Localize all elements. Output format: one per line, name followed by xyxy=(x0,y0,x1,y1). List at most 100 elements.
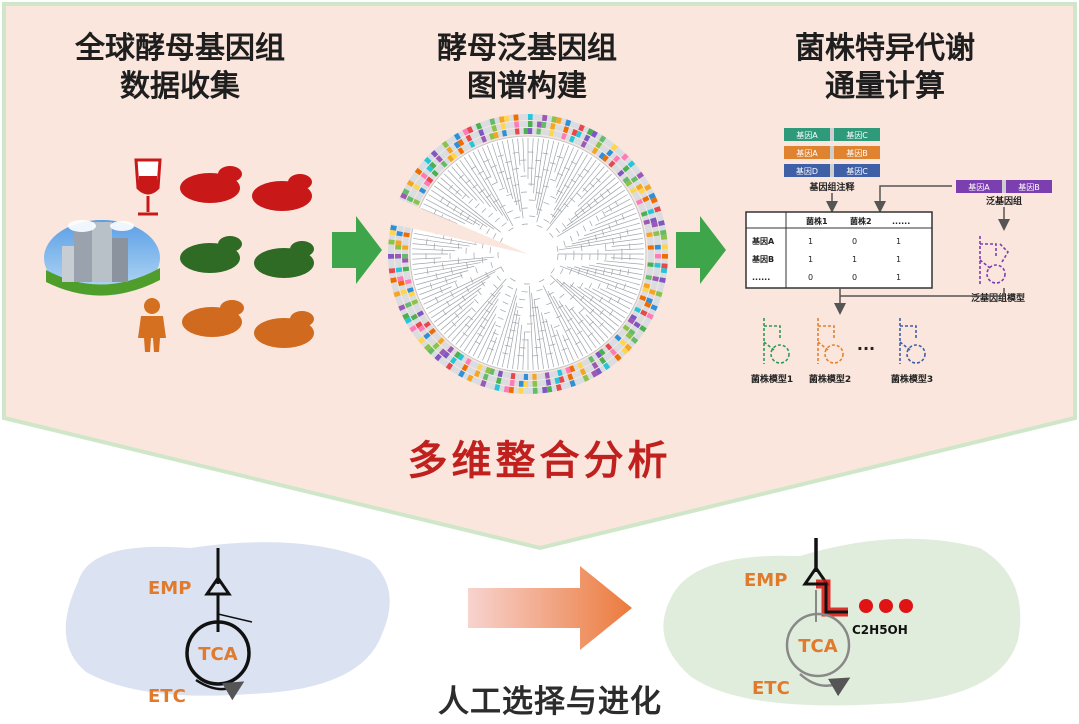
tree-branch xyxy=(443,173,470,199)
tree-ring-segment xyxy=(423,343,432,352)
tree-ring-segment xyxy=(466,126,474,134)
tree-ring-segment xyxy=(627,183,635,191)
tree-ring-segment xyxy=(388,263,395,269)
tree-branch xyxy=(451,278,507,342)
tree-ring-segment xyxy=(405,283,413,289)
tree-ring-segment xyxy=(403,270,410,276)
tree-ring-segment xyxy=(633,332,642,341)
tca-label: TCA xyxy=(798,636,837,657)
tree-branch xyxy=(412,248,456,252)
tree-branch xyxy=(536,139,550,208)
tree-ring-segment xyxy=(591,147,599,155)
tree-ring-segment xyxy=(466,374,474,382)
tree-ring-segment xyxy=(601,345,609,354)
tree-branch xyxy=(574,266,640,286)
tree-branch xyxy=(486,337,498,363)
tree-ring-segment xyxy=(390,277,397,284)
step1-title: 全球酵母基因组 数据收集 xyxy=(40,30,320,106)
tree-branch xyxy=(570,181,619,220)
tree-ring-segment xyxy=(402,236,410,242)
tree-ring-segment xyxy=(480,135,487,143)
tree-ring-segment xyxy=(519,373,524,380)
matrix-cell: 1 xyxy=(808,237,813,246)
tree-ring-segment xyxy=(406,195,414,203)
tree-ring-segment xyxy=(449,143,457,152)
tree-branch xyxy=(611,243,644,247)
tree-branch xyxy=(423,203,466,224)
tree-ring-segment xyxy=(551,385,558,392)
red-yeast-icon xyxy=(252,174,312,211)
tree-ring-segment xyxy=(646,232,653,238)
tree-branch xyxy=(413,259,488,270)
tree-branch xyxy=(536,140,555,216)
tree-branch-arc xyxy=(489,215,567,293)
tree-ring-segment xyxy=(518,114,524,121)
tree-ring-segment xyxy=(402,254,409,259)
tree-ring-segment xyxy=(395,249,402,254)
tree-ring-segment xyxy=(646,266,654,272)
tree-ring-segment xyxy=(601,154,609,163)
matrix-header: ...... xyxy=(892,217,910,226)
tree-ring-segment xyxy=(480,379,487,388)
tree-ring-segment xyxy=(489,382,496,390)
tree-ring-segment xyxy=(462,128,470,136)
tree-branch xyxy=(562,281,619,327)
tree-ring-segment xyxy=(654,249,661,254)
tree-ring-segment xyxy=(468,140,476,149)
tree-ring-segment xyxy=(528,121,533,128)
tree-branch xyxy=(610,257,644,260)
tree-ring-segment xyxy=(650,284,658,291)
tree-ring-segment xyxy=(542,386,548,394)
tree-ring-segment xyxy=(528,114,533,121)
step3-title-line2: 通量计算 xyxy=(825,69,945,104)
tree-branch xyxy=(556,278,616,331)
tree-branch xyxy=(530,138,534,187)
tree-ring-segment xyxy=(628,328,636,336)
tree-ring-segment xyxy=(408,191,416,199)
tree-ring-segment xyxy=(541,379,547,387)
tree-ring-segment xyxy=(491,376,498,384)
matrix-cell: 0 xyxy=(852,273,857,282)
tree-branch xyxy=(501,140,518,206)
tree-ring-segment xyxy=(536,380,542,387)
tree-branch xyxy=(416,270,469,286)
tree-ring-segment xyxy=(395,235,403,241)
tree-ring-segment xyxy=(625,179,633,187)
tree-ring-segment xyxy=(608,340,616,348)
tree-ring-segment xyxy=(557,369,563,377)
tree-ring-segment xyxy=(523,380,528,387)
tree-ring-segment xyxy=(396,230,403,237)
tree-branch xyxy=(578,311,605,342)
tree-ring-segment xyxy=(647,293,655,300)
tree-ring-segment xyxy=(587,363,595,372)
tree-ring-segment xyxy=(480,365,487,373)
tree-ring-segment xyxy=(398,304,406,311)
tree-ring-segment xyxy=(432,158,440,166)
tree-branch xyxy=(580,169,609,200)
tree-ring-segment xyxy=(548,371,555,379)
tree-branch xyxy=(412,257,442,260)
tree-ring-segment xyxy=(599,356,607,365)
tree-branch xyxy=(412,256,495,265)
tree-ring-segment xyxy=(449,356,457,365)
tree-ring-segment xyxy=(402,245,409,250)
tree-ring-segment xyxy=(647,240,654,246)
tree-ring-segment xyxy=(644,199,652,207)
tree-ring-segment xyxy=(473,130,481,138)
red-yeast-icon xyxy=(180,166,242,203)
tree-ring-segment xyxy=(423,179,431,187)
etc-label: ETC xyxy=(752,678,790,699)
tree-ring-segment xyxy=(388,268,396,274)
tree-ring-segment xyxy=(388,239,395,245)
tree-ring-segment xyxy=(389,272,397,279)
tree-ring-segment xyxy=(583,134,591,142)
tree-ring-segment xyxy=(636,328,645,337)
tree-ring-segment xyxy=(442,351,450,359)
tree-ring-segment xyxy=(484,366,491,374)
tree-ring-segment xyxy=(449,135,457,143)
tree-ring-segment xyxy=(591,353,599,361)
tree-ring-segment xyxy=(497,370,504,378)
tree-ring-segment xyxy=(390,224,397,231)
tree-ring-segment xyxy=(544,372,550,379)
tree-ring-segment xyxy=(414,194,423,202)
